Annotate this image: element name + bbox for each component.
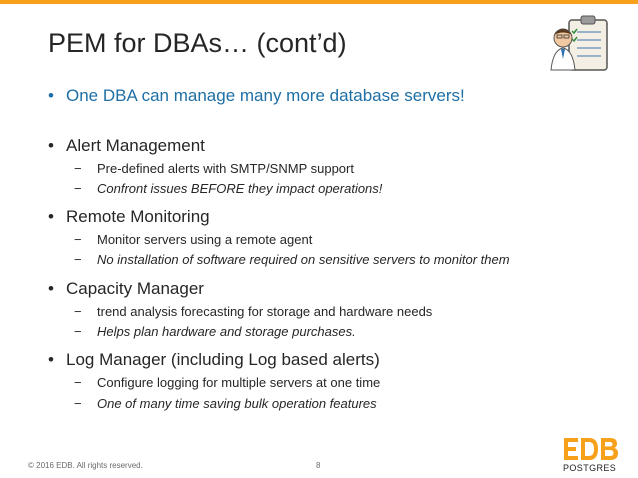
- bullet-dot: •: [48, 136, 54, 155]
- section-heading-text: Alert Management: [66, 136, 205, 155]
- dash-marker: −: [74, 375, 82, 390]
- page-number: 8: [316, 461, 321, 470]
- section-heading: • Capacity Manager: [48, 279, 204, 299]
- top-accent-bar: [0, 0, 638, 4]
- sub-item-text: One of many time saving bulk operation f…: [97, 396, 377, 411]
- sub-item-text: trend analysis forecasting for storage a…: [97, 304, 433, 319]
- dash-marker: −: [74, 252, 82, 267]
- edb-postgres-logo: POSTGRES: [563, 438, 618, 473]
- dash-marker: −: [74, 232, 82, 247]
- dash-marker: −: [74, 161, 82, 176]
- sub-item: −One of many time saving bulk operation …: [74, 396, 377, 411]
- dash-marker: −: [74, 304, 82, 319]
- sub-item: −Configure logging for multiple servers …: [74, 375, 380, 390]
- sub-item: −trend analysis forecasting for storage …: [74, 304, 432, 319]
- slide-title: PEM for DBAs… (cont’d): [48, 28, 347, 58]
- sub-item: −Helps plan hardware and storage purchas…: [74, 324, 356, 339]
- section-heading-text: Log Manager (including Log based alerts): [66, 350, 380, 369]
- checklist-person-icon: [550, 15, 608, 71]
- logo-tagline: POSTGRES: [563, 463, 616, 473]
- sub-item-text: Pre-defined alerts with SMTP/SNMP suppor…: [97, 161, 354, 176]
- dash-marker: −: [74, 396, 82, 411]
- sub-item-text: Configure logging for multiple servers a…: [97, 375, 381, 390]
- section-heading-text: Capacity Manager: [66, 279, 204, 298]
- section-heading: • Remote Monitoring: [48, 207, 210, 227]
- lead-bullet: • One DBA can manage many more database s…: [48, 86, 465, 106]
- sub-item: −Monitor servers using a remote agent: [74, 232, 312, 247]
- sub-item-text: Monitor servers using a remote agent: [97, 232, 313, 247]
- bullet-dot: •: [48, 86, 54, 105]
- sub-item: −Pre-defined alerts with SMTP/SNMP suppo…: [74, 161, 354, 176]
- lead-text: One DBA can manage many more database se…: [66, 86, 465, 105]
- dash-marker: −: [74, 181, 82, 196]
- sub-item-text: Helps plan hardware and storage purchase…: [97, 324, 356, 339]
- sub-item: −Confront issues BEFORE they impact oper…: [74, 181, 382, 196]
- bullet-dot: •: [48, 207, 54, 226]
- bullet-dot: •: [48, 279, 54, 298]
- sub-item: −No installation of software required on…: [74, 252, 510, 267]
- sub-item-text: No installation of software required on …: [97, 252, 510, 267]
- section-heading-text: Remote Monitoring: [66, 207, 210, 226]
- section-heading: • Log Manager (including Log based alerts…: [48, 350, 380, 370]
- footer-copyright: © 2016 EDB. All rights reserved.: [28, 461, 143, 470]
- dash-marker: −: [74, 324, 82, 339]
- section-heading: • Alert Management: [48, 136, 205, 156]
- sub-item-text: Confront issues BEFORE they impact opera…: [97, 181, 383, 196]
- bullet-dot: •: [48, 350, 54, 369]
